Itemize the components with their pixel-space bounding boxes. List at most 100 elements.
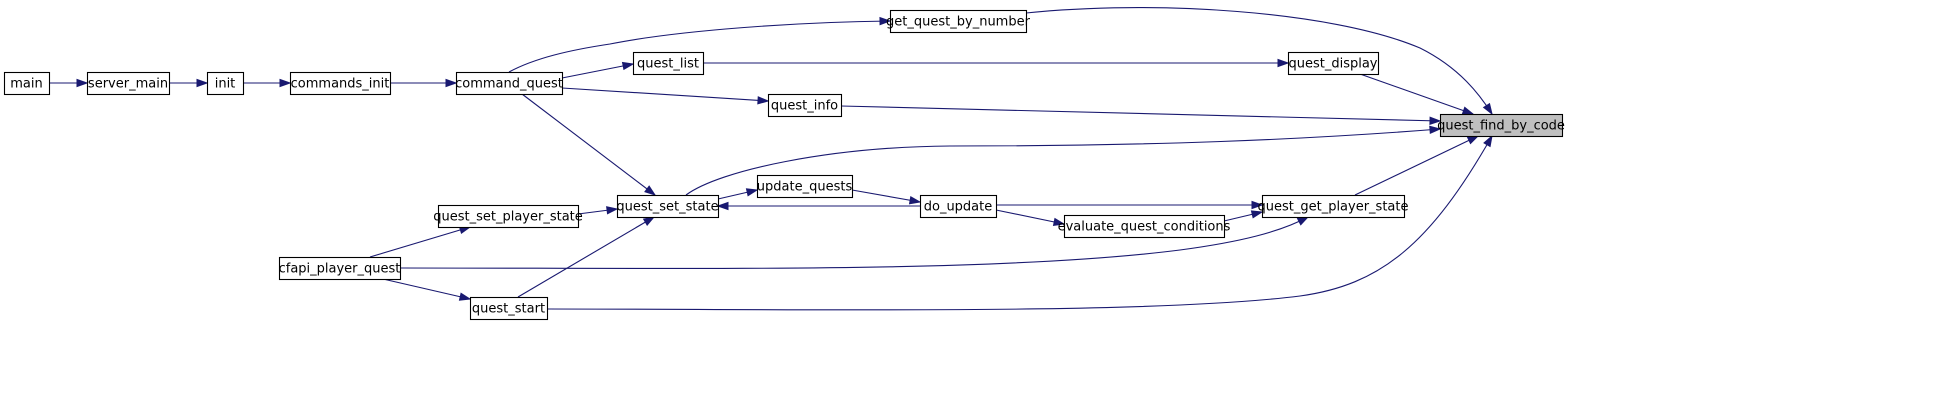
edge-init-to-commands_init xyxy=(243,78,292,88)
node-box xyxy=(889,9,1028,34)
arrowhead xyxy=(644,185,657,196)
node-box xyxy=(632,51,705,76)
arrowhead xyxy=(745,188,759,197)
edge-quest_set_state-to-update_quests xyxy=(717,188,759,200)
node-label: quest_info xyxy=(771,99,838,114)
node-label: quest_display xyxy=(1288,57,1377,72)
edge-command_quest-to-get_quest_by_number xyxy=(508,16,892,73)
arrowhead xyxy=(196,78,209,88)
arrowhead xyxy=(1251,200,1264,210)
edge-server_main-to-init xyxy=(169,78,209,88)
edge-quest_info-to-quest_find_by_code xyxy=(840,105,1442,125)
arrowhead xyxy=(1466,135,1480,145)
edge-cfapi_player_quest-to-quest_set_player_state xyxy=(369,225,472,258)
node-quest-start[interactable]: quest_start xyxy=(469,296,549,321)
arrowhead xyxy=(1483,134,1493,148)
edges xyxy=(49,7,1493,311)
arrowhead xyxy=(1277,58,1290,68)
node-label: update_quests xyxy=(757,180,853,195)
node-cfapi-player-quest[interactable]: cfapi_player_quest xyxy=(278,256,402,281)
edge-do_update-to-quest_get_player_state xyxy=(996,200,1264,210)
node-quest-set-player-state[interactable]: quest_set_player_state xyxy=(433,204,583,229)
edge-quest_set_player_state-to-quest_set_state xyxy=(577,206,619,215)
node-label: init xyxy=(215,77,236,92)
node-box xyxy=(1439,113,1564,138)
node-label: main xyxy=(10,77,42,92)
nodes: main server_main init commands_init command_… xyxy=(3,9,1565,321)
node-box xyxy=(206,71,245,96)
arrowhead xyxy=(642,216,656,226)
node-commands-init[interactable]: commands_init xyxy=(289,71,392,96)
node-box xyxy=(289,71,392,96)
node-label: quest_get_player_state xyxy=(1257,200,1408,215)
node-get-quest-by-number[interactable]: get_quest_by_number xyxy=(886,9,1031,34)
arrowhead xyxy=(1429,116,1442,125)
node-box xyxy=(616,194,720,219)
arrowhead xyxy=(1429,125,1442,135)
node-label: quest_find_by_code xyxy=(1437,119,1565,134)
arrowhead xyxy=(445,78,458,88)
arrowhead xyxy=(908,196,922,205)
node-label: do_update xyxy=(924,200,993,215)
edge-commands_init-to-command_quest xyxy=(390,78,458,88)
edge-quest_display-to-quest_find_by_code xyxy=(1359,73,1475,115)
node-label: quest_start xyxy=(472,302,545,317)
node-label: get_quest_by_number xyxy=(886,15,1031,30)
edge-command_quest-to-quest_list xyxy=(561,61,635,79)
arrowhead xyxy=(1482,102,1493,116)
edge-quest_start-to-quest_set_state xyxy=(517,216,656,298)
node-box xyxy=(455,71,564,96)
node-box xyxy=(1261,194,1406,219)
node-main[interactable]: main xyxy=(3,71,51,96)
node-label: quest_set_state xyxy=(616,200,718,215)
node-box xyxy=(86,71,171,96)
arrowhead xyxy=(716,201,729,211)
node-box xyxy=(278,256,402,281)
node-init[interactable]: init xyxy=(206,71,245,96)
node-command-quest[interactable]: command_quest xyxy=(455,71,564,96)
node-quest-display[interactable]: quest_display xyxy=(1287,51,1380,76)
edge-quest_get_player_state-to-quest_find_by_code xyxy=(1354,135,1480,196)
node-quest-find-by-code[interactable]: quest_find_by_code xyxy=(1437,113,1565,138)
edge-cfapi_player_quest-to-quest_start xyxy=(382,278,472,301)
node-server-main[interactable]: server_main xyxy=(86,71,171,96)
node-label: quest_list xyxy=(637,57,699,72)
node-box xyxy=(469,296,549,321)
arrowhead xyxy=(1461,106,1475,115)
node-label: quest_set_player_state xyxy=(433,210,583,225)
arrowhead xyxy=(757,96,770,105)
node-label: cfapi_player_quest xyxy=(279,262,401,277)
node-box xyxy=(1287,51,1380,76)
node-box xyxy=(919,194,998,219)
arrowhead xyxy=(606,206,619,215)
node-label: commands_init xyxy=(291,77,390,92)
edge-do_update-to-quest_set_state xyxy=(716,201,920,211)
edge-command_quest-to-quest_set_state xyxy=(521,93,657,196)
node-quest-info[interactable]: quest_info xyxy=(767,93,843,118)
edge-do_update-to-evaluate_quest_conditions xyxy=(995,209,1066,227)
node-box xyxy=(1063,214,1226,239)
arrowhead xyxy=(1052,217,1066,227)
arrowhead xyxy=(279,78,292,88)
node-quest-list[interactable]: quest_list xyxy=(632,51,705,76)
node-evaluate-quest-conditions[interactable]: evaluate_quest_conditions xyxy=(1058,214,1231,239)
arrowhead xyxy=(1250,210,1264,219)
edge-main-to-server_main xyxy=(49,78,89,88)
edge-update_quests-to-do_update xyxy=(851,189,922,205)
edge-get_quest_by_number-to-quest_find_by_code xyxy=(1025,7,1493,116)
node-box xyxy=(437,204,580,229)
node-do-update[interactable]: do_update xyxy=(919,194,998,219)
node-quest-set-state[interactable]: quest_set_state xyxy=(616,194,720,219)
node-update-quests[interactable]: update_quests xyxy=(757,174,854,199)
arrowhead xyxy=(1296,216,1310,226)
node-quest-get-player-state[interactable]: quest_get_player_state xyxy=(1257,194,1409,219)
arrowhead xyxy=(621,61,635,71)
arrowhead xyxy=(879,16,892,26)
edge-command_quest-to-quest_info xyxy=(561,87,770,105)
node-box xyxy=(767,93,843,118)
node-label: server_main xyxy=(88,77,168,92)
node-label: evaluate_quest_conditions xyxy=(1058,220,1231,235)
edge-quest_start-to-quest_find_by_code xyxy=(546,134,1493,311)
edge-quest_list-to-quest_display xyxy=(703,58,1290,68)
